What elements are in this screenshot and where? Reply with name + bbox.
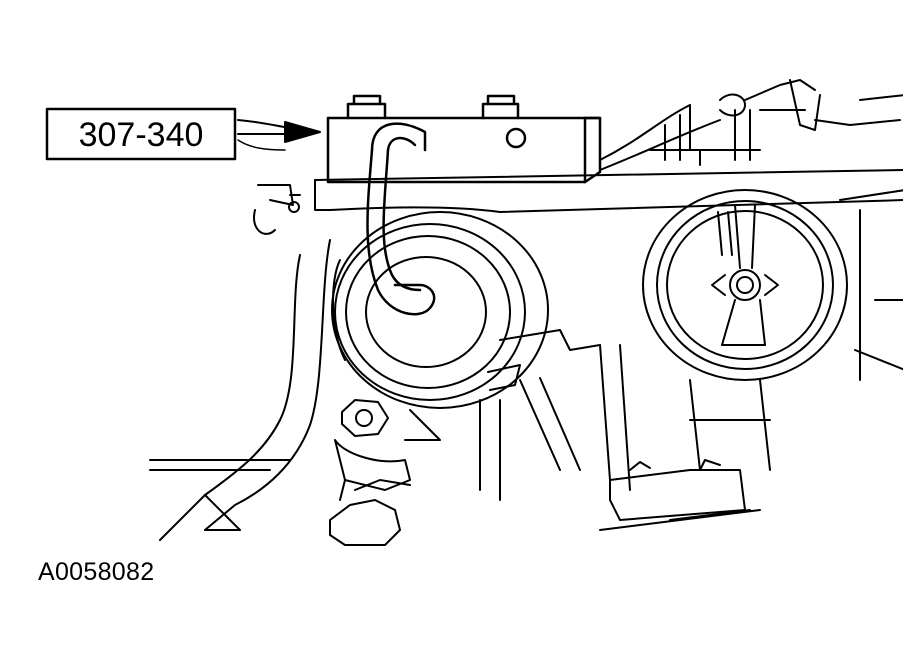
special-tool-307-340 xyxy=(326,94,602,316)
tool-number-callout: 307-340 xyxy=(45,107,237,161)
left-throttle-bore xyxy=(331,211,549,409)
callout-arrow xyxy=(237,119,321,151)
callout-box xyxy=(45,107,237,161)
right-throttle-bore xyxy=(642,189,848,381)
intake-manifold-body xyxy=(314,79,903,381)
tool-number-label: 307-340 xyxy=(79,116,204,154)
lower-manifold-structure xyxy=(404,329,771,531)
arrow-head xyxy=(284,121,321,143)
lower-left-components xyxy=(149,184,411,546)
figure-id: A0058082 xyxy=(38,558,155,586)
